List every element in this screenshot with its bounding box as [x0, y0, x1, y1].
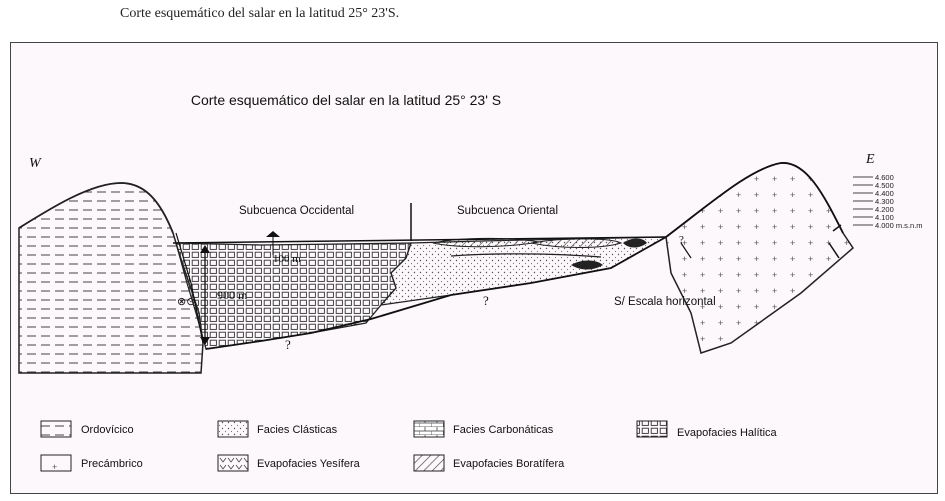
legend-clasticas: Facies Clásticas: [257, 424, 338, 436]
subbasin-east-label: Subcuenca Oriental: [457, 205, 558, 217]
cross-section-diagram: + Corte esquemático del salar en la lati…: [18, 92, 923, 472]
east-label: E: [865, 152, 875, 167]
subbasin-west-label: Subcuenca Occidental: [239, 205, 354, 217]
legend-boratifera: Evapofacies Boratífera: [453, 458, 565, 470]
scale-note: S/ Escala horizontal: [614, 296, 716, 308]
legend-precambrico: Precámbrico: [81, 458, 143, 470]
elevation-scale: 4.600 4.500 4.400 4.300 4.200 4.100 4.00…: [853, 173, 923, 230]
question-mark-fault: ?: [679, 234, 684, 246]
elevation-4200: 4.200: [875, 205, 894, 214]
fault-symbol: ⊗⊙: [177, 296, 195, 308]
question-mark-east: ?: [483, 293, 489, 308]
boratifera-lens-2: [530, 238, 623, 248]
depth-900-marker: 900 m: [200, 245, 248, 345]
legend-ordovicico: Ordovícico: [81, 424, 134, 436]
diagram-title: Corte esquemático del salar en la latitu…: [191, 92, 501, 108]
diagram-frame: + Corte esquemático del salar en la lati…: [10, 42, 938, 494]
elevation-4600: 4.600: [875, 173, 894, 182]
elevation-4300: 4.300: [875, 197, 894, 206]
figure-caption: Corte esquemático del salar en la latitu…: [120, 6, 400, 21]
elevation-4000: 4.000 m.s.n.m: [875, 221, 923, 230]
precambrian-east-mountain: [665, 162, 854, 354]
legend: Ordovícico Precámbrico Facies Clásticas …: [40, 420, 778, 472]
depth-100-label: 100 m: [273, 253, 301, 265]
elevation-4400: 4.400: [875, 189, 894, 198]
clastic-facies-body: [379, 236, 667, 306]
legend-halitica: Evapofacies Halítica: [677, 427, 778, 439]
depth-100-marker: 100 m: [266, 231, 301, 265]
elevation-4500: 4.500: [875, 181, 894, 190]
question-mark-west: ?: [285, 337, 291, 352]
elevation-4100: 4.100: [875, 213, 894, 222]
west-label: W: [29, 156, 42, 171]
legend-yesifera: Evapofacies Yesífera: [257, 458, 361, 470]
depth-900-label: 900 m: [217, 288, 248, 302]
legend-carbonaticas: Facies Carbonáticas: [453, 424, 554, 436]
